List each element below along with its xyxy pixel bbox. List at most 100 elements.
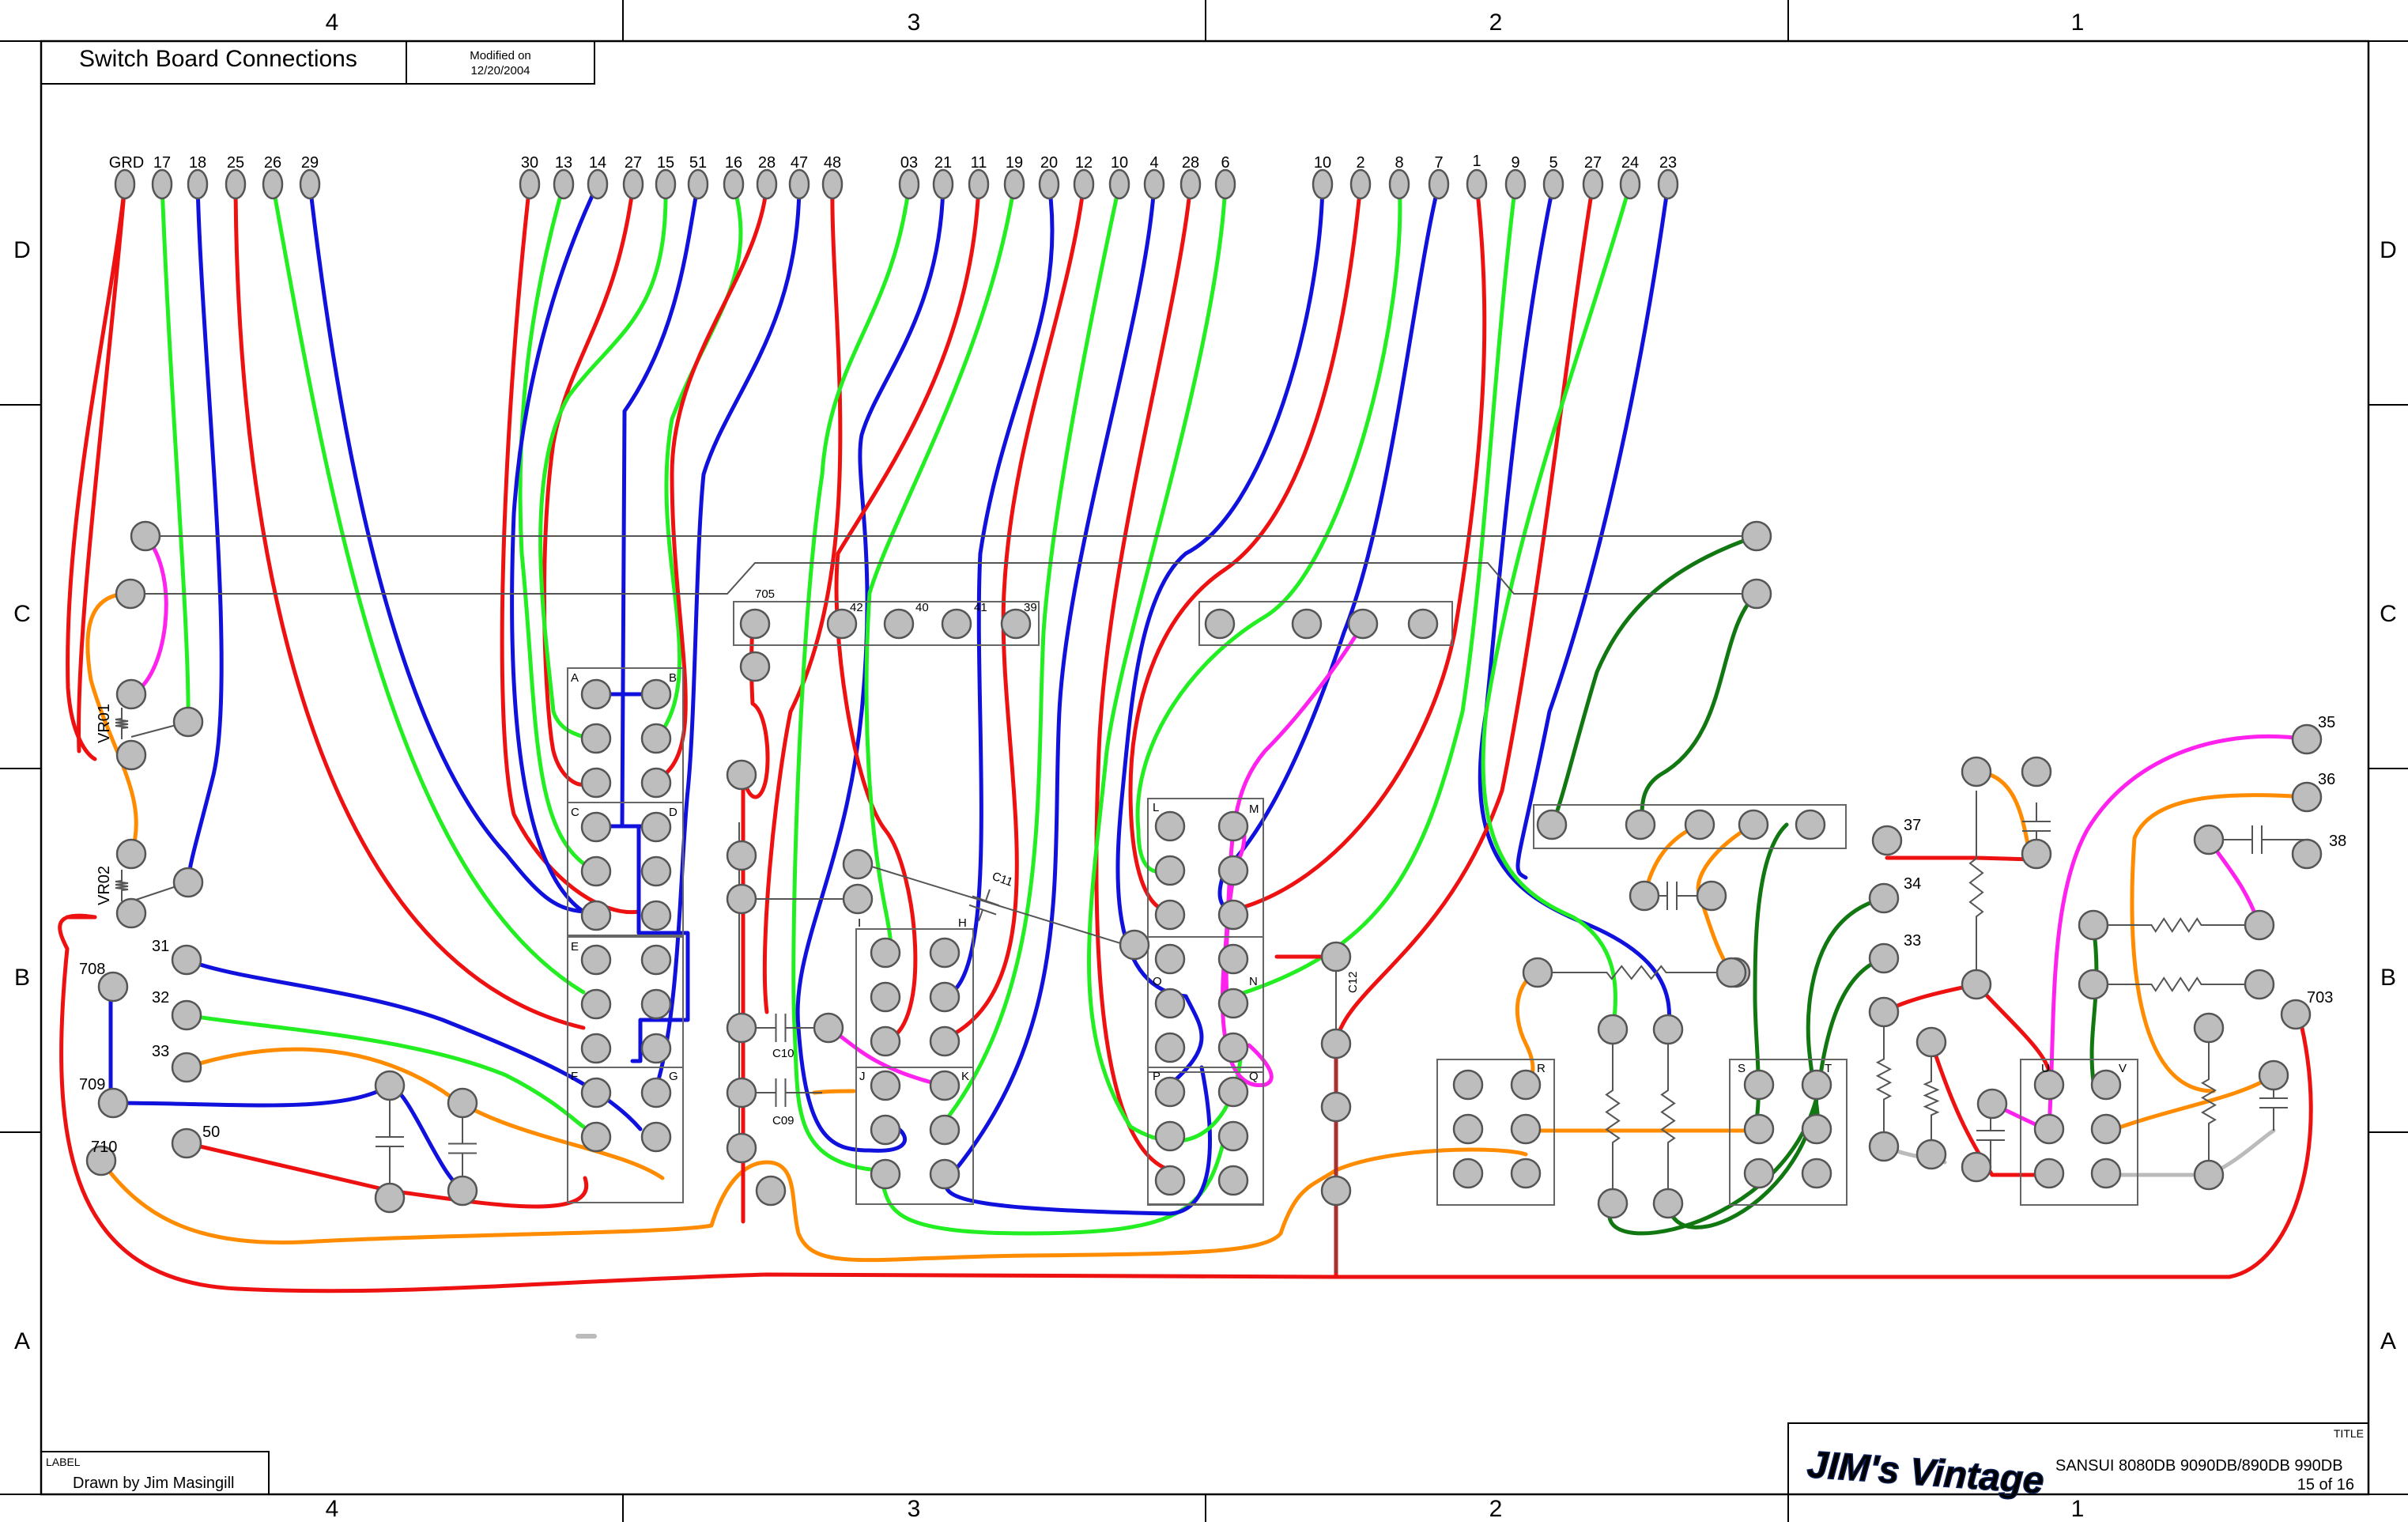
pad-88	[580, 1121, 612, 1153]
col-label-bottom-3: 3	[908, 1496, 921, 1522]
pin-label-03: 03	[900, 154, 918, 172]
pad-43	[115, 739, 147, 771]
pin-label-29: 29	[301, 154, 319, 172]
switch-letter-q: Q	[1249, 1070, 1259, 1083]
pad-123	[1154, 1032, 1186, 1063]
pin-label-25: 25	[227, 154, 244, 172]
title-block	[1787, 1422, 2369, 1495]
term-label-710: 710	[91, 1139, 117, 1156]
pad-104	[870, 1025, 901, 1057]
pad-61	[941, 608, 972, 640]
pad-72	[580, 767, 612, 799]
modified-label: Modified on	[470, 49, 531, 62]
pad-172	[1961, 1151, 1992, 1183]
pad-84	[580, 1033, 612, 1064]
pin-pad-29	[1388, 168, 1410, 200]
row-label-right-a: A	[2380, 1328, 2396, 1354]
wire-red-60	[1885, 855, 2034, 862]
switch-letters: A B C D E F G H I J K L M N O P Q R S T …	[571, 671, 2127, 1083]
pad-82	[580, 988, 612, 1020]
row-label-right-d: D	[2380, 237, 2397, 263]
wire-green-43	[1231, 182, 1518, 999]
pad-101	[929, 937, 961, 969]
col-label-top-2: 2	[1489, 9, 1503, 36]
pad-136	[1510, 1069, 1542, 1101]
pin-label-1: 1	[1472, 153, 1481, 170]
pad-53	[171, 1127, 202, 1159]
pad-102	[870, 981, 901, 1013]
pin-pad-33	[1542, 168, 1564, 200]
pad-145	[1652, 1014, 1684, 1045]
wire-red-27	[762, 182, 843, 1014]
wire-grey-70	[2104, 1128, 2276, 1177]
term-label-33: 33	[152, 1043, 169, 1060]
pad-94	[726, 1077, 757, 1108]
pad-78	[580, 900, 612, 931]
pin-pad-7	[519, 168, 541, 200]
pad-116	[1217, 855, 1249, 886]
pin-pad-36	[1657, 168, 1679, 200]
pin-label-28b: 28	[1182, 154, 1199, 172]
pad-163	[1868, 942, 1900, 974]
pad-107	[929, 1070, 961, 1101]
pad-40	[1741, 578, 1772, 610]
pad-81	[640, 944, 672, 976]
pin-pad-24	[1143, 168, 1165, 200]
pad-128	[1217, 1120, 1249, 1152]
pad-45	[172, 867, 204, 898]
switch-letter-s: S	[1738, 1062, 1746, 1075]
pad-160	[1715, 957, 1747, 988]
cap-label-c09: C09	[772, 1114, 794, 1127]
pin-pad-11	[655, 168, 677, 200]
wire-blue-15	[108, 986, 469, 1193]
pin-label-7: 7	[1434, 154, 1443, 172]
pin-label-18: 18	[189, 154, 206, 172]
pad-96	[813, 1012, 844, 1044]
term-label-708: 708	[79, 961, 105, 978]
pin-label-16: 16	[725, 154, 742, 172]
pad-69	[640, 678, 672, 710]
wire-magenta-61	[2047, 734, 2309, 1129]
pad-106	[870, 1070, 901, 1101]
lead-13	[855, 861, 1139, 950]
wire-red-18	[500, 182, 641, 915]
pad-46	[115, 897, 147, 929]
pad-165	[2021, 756, 2052, 787]
pad-191	[2280, 999, 2312, 1030]
capacitor-7	[448, 1107, 477, 1190]
resistor-9	[2201, 1028, 2217, 1175]
pad-80	[580, 944, 612, 976]
cap-label-c11: C11	[991, 870, 1015, 889]
capacitor-2	[2210, 825, 2304, 854]
wire-red-30	[834, 182, 981, 1043]
wire-green-31	[864, 182, 1017, 962]
wire-green-13	[184, 1013, 586, 1129]
pad-79	[640, 900, 672, 931]
pad-146	[1652, 1188, 1684, 1219]
pad-97	[755, 1175, 787, 1207]
term-label-709: 709	[79, 1076, 105, 1093]
pin-pad-6	[299, 168, 321, 200]
pin-label-8: 8	[1395, 154, 1403, 172]
pad-89	[640, 1121, 672, 1153]
pin-pad-8	[553, 168, 575, 200]
wire-magenta-48	[1221, 621, 1365, 1087]
pad-157	[1795, 809, 1826, 840]
pad-176	[2033, 1113, 2065, 1145]
page-number: 15 of 16	[2297, 1476, 2354, 1494]
resistor-4	[1968, 791, 1984, 984]
pad-52	[85, 1145, 117, 1176]
resistor-5	[1875, 1012, 1893, 1146]
pad-140	[1510, 1158, 1542, 1189]
pad-120	[1217, 943, 1249, 975]
pin-pad-21	[1038, 168, 1060, 200]
pad-154	[1625, 809, 1656, 840]
wire-green-3	[160, 182, 191, 724]
capacitor-9	[739, 1078, 822, 1107]
pad-147	[1743, 1069, 1775, 1101]
pad-131	[1320, 941, 1352, 972]
label-box	[40, 1451, 270, 1495]
pad-86	[580, 1077, 612, 1108]
wire-green-34	[938, 182, 1122, 1129]
